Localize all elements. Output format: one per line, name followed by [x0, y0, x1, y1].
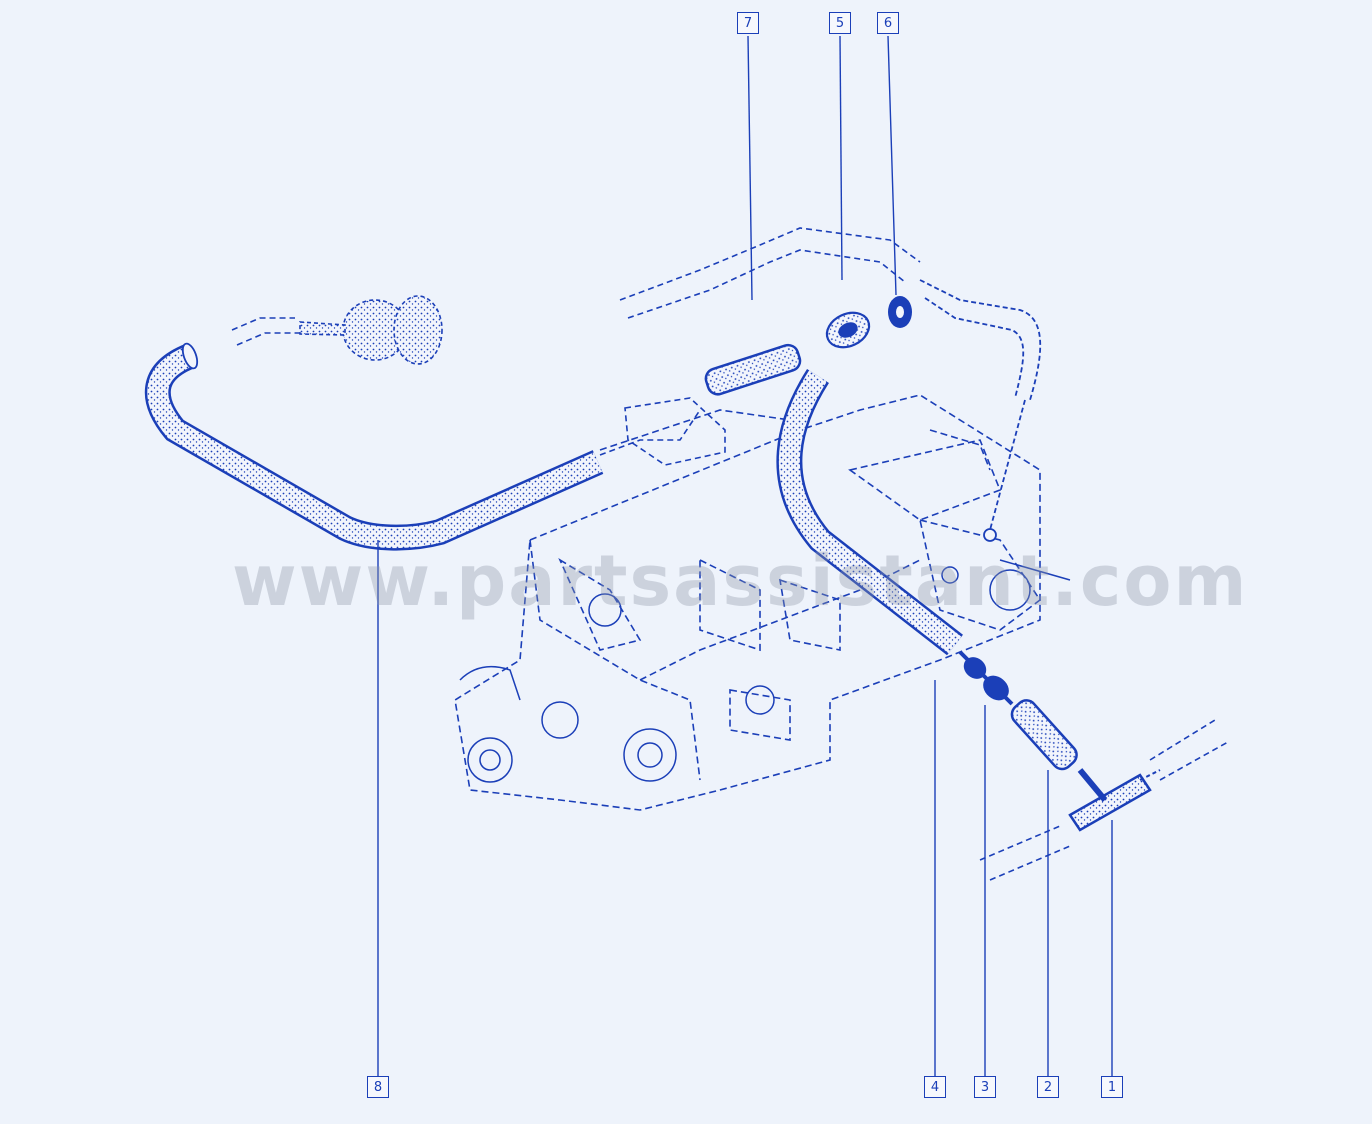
- washer-6: [888, 296, 912, 328]
- engine-details: [459, 559, 1071, 783]
- union-connector-5: [825, 311, 871, 349]
- thermostat-housing: [299, 295, 443, 365]
- leader-lines: [377, 35, 1113, 1076]
- short-hose-7: [704, 343, 802, 396]
- callout-8[interactable]: 8: [367, 1076, 389, 1098]
- connector-3: [958, 650, 1014, 706]
- callout-1[interactable]: 1: [1101, 1076, 1123, 1098]
- bypass-hose-8-fill: [147, 346, 603, 549]
- upper-right-elbow: [919, 279, 1042, 531]
- tee-piece-1: [1068, 768, 1161, 832]
- elbow-fitting: [983, 528, 997, 542]
- callout-6[interactable]: 6: [877, 12, 899, 34]
- callout-5[interactable]: 5: [829, 12, 851, 34]
- long-hose-4-fill: [778, 370, 962, 654]
- callout-3[interactable]: 3: [974, 1076, 996, 1098]
- callout-2[interactable]: 2: [1037, 1076, 1059, 1098]
- callout-7[interactable]: 7: [737, 12, 759, 34]
- watermark-text: www.partsassistant.com: [232, 540, 1249, 622]
- callout-4[interactable]: 4: [924, 1076, 946, 1098]
- short-hose-2: [1010, 699, 1078, 771]
- bypass-hose-end: [181, 342, 199, 370]
